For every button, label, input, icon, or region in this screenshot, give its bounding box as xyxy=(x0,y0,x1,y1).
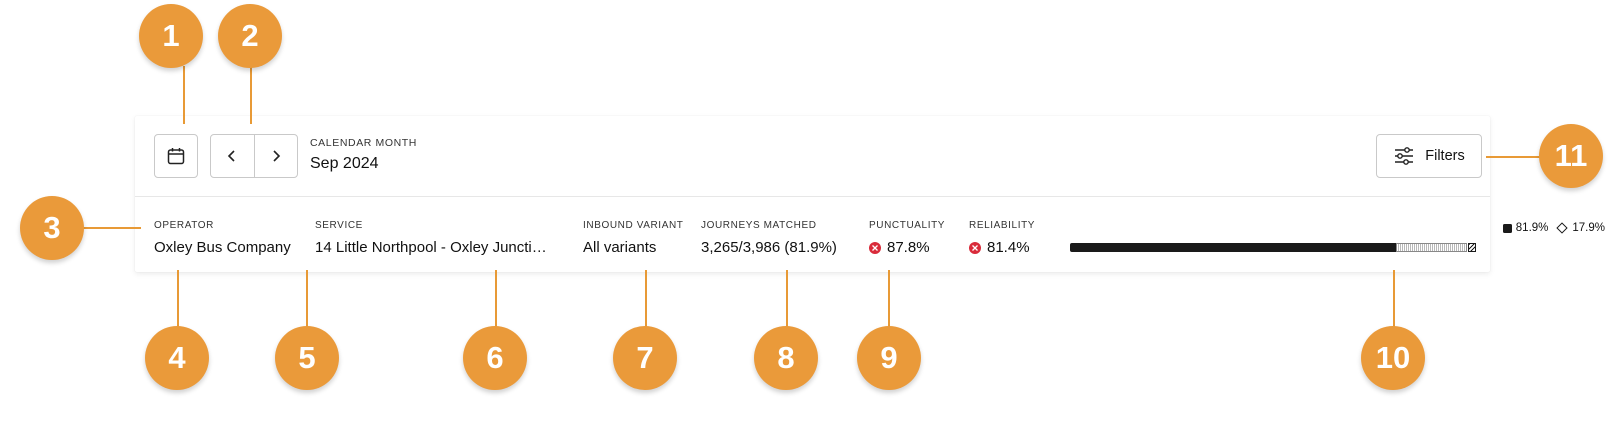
unmatched-percent: 17.9% xyxy=(1572,222,1605,234)
matched-segment xyxy=(1070,243,1396,252)
inbound-variant-label: INBOUND VARIANT xyxy=(583,220,684,231)
filters-button[interactable]: Filters xyxy=(1376,134,1482,178)
previous-month-button[interactable] xyxy=(211,135,254,177)
inbound-variant-value: All variants xyxy=(583,239,657,256)
calendar-button[interactable] xyxy=(154,134,198,178)
match-progress-bar[interactable] xyxy=(1070,243,1476,252)
reliability-value: 81.4% xyxy=(987,239,1030,256)
punctuality-value: 87.8% xyxy=(887,239,930,256)
reliability-label: RELIABILITY xyxy=(969,220,1036,231)
matched-percent: 81.9% xyxy=(1515,222,1549,234)
unmatched-segment xyxy=(1396,243,1467,252)
callout-2: 2 xyxy=(218,4,282,68)
callout-line xyxy=(645,270,647,328)
journeys-matched-label: JOURNEYS MATCHED xyxy=(701,220,817,231)
unmatched-diamond-icon xyxy=(1556,222,1569,234)
remaining-segment xyxy=(1468,243,1476,252)
punctuality-label: PUNCTUALITY xyxy=(869,220,946,231)
callout-line xyxy=(82,227,141,229)
matched-square-icon xyxy=(1502,223,1512,233)
callout-11: 11 xyxy=(1539,124,1603,188)
calendar-month-label: CALENDAR MONTH xyxy=(310,137,417,149)
chevron-right-icon xyxy=(273,150,281,162)
callout-line xyxy=(306,270,308,328)
service-value[interactable]: 14 Little Northpool - Oxley Juncti… xyxy=(315,239,547,256)
operator-value: Oxley Bus Company xyxy=(154,239,291,256)
callout-6: 6 xyxy=(463,326,527,390)
callout-7: 7 xyxy=(613,326,677,390)
reliability-stat: RELIABILITY 81.4% xyxy=(969,220,1035,256)
chevron-left-icon xyxy=(228,150,236,162)
punctuality-stat: PUNCTUALITY 87.8% xyxy=(869,220,945,256)
callout-line xyxy=(183,66,185,124)
callout-line xyxy=(888,270,890,328)
inbound-variant-stat: INBOUND VARIANT All variants xyxy=(583,220,684,256)
callout-line xyxy=(1486,156,1542,158)
callout-4: 4 xyxy=(145,326,209,390)
calendar-month-value: Sep 2024 xyxy=(310,155,379,172)
sliders-icon xyxy=(1395,147,1414,165)
callout-line xyxy=(177,270,179,328)
callout-line xyxy=(786,270,788,328)
callout-1: 1 xyxy=(139,4,203,68)
callout-8: 8 xyxy=(754,326,818,390)
callout-line xyxy=(250,66,252,124)
next-month-button[interactable] xyxy=(253,135,297,177)
error-icon xyxy=(869,241,881,254)
month-navigation xyxy=(210,134,298,178)
filters-label: Filters xyxy=(1425,148,1465,164)
calendar-icon xyxy=(167,148,185,165)
service-label: SERVICE xyxy=(315,220,363,231)
callout-5: 5 xyxy=(275,326,339,390)
operator-stat: OPERATOR Oxley Bus Company xyxy=(154,220,291,256)
callout-3: 3 xyxy=(20,196,84,260)
error-icon xyxy=(969,241,981,254)
journeys-matched-stat: JOURNEYS MATCHED 3,265/3,986 (81.9%) xyxy=(701,220,837,256)
callout-9: 9 xyxy=(857,326,921,390)
callout-line xyxy=(495,270,497,328)
journeys-matched-value: 3,265/3,986 (81.9%) xyxy=(701,239,837,256)
period-toolbar: CALENDAR MONTH Sep 2024 Filters xyxy=(135,116,1490,197)
operator-summary-panel: CALENDAR MONTH Sep 2024 Filters OPERATOR… xyxy=(135,116,1605,272)
match-bar-legend: 81.9% 17.9% xyxy=(1365,222,1605,234)
callout-10: 10 xyxy=(1361,326,1425,390)
callout-line xyxy=(1393,270,1395,328)
operator-label: OPERATOR xyxy=(154,220,214,231)
service-stat: SERVICE 14 Little Northpool - Oxley Junc… xyxy=(315,220,558,256)
